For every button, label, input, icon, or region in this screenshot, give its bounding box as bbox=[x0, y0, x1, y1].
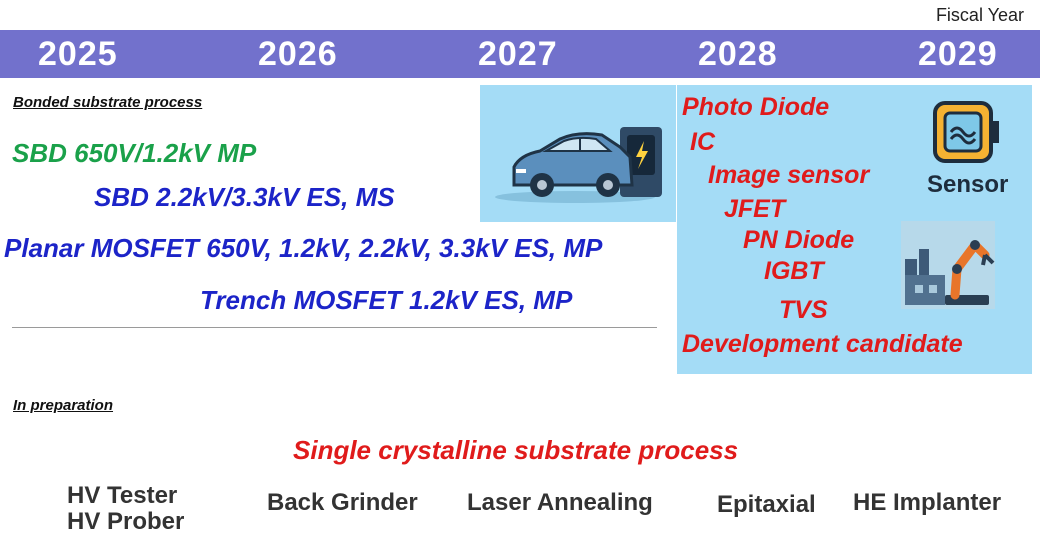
future-devices-panel: Sensor Photo Diode IC Image sensor JFET … bbox=[677, 85, 1032, 374]
sensor-icon bbox=[933, 101, 999, 163]
sensor-caption: Sensor bbox=[927, 171, 1009, 198]
device-photo-diode: Photo Diode bbox=[682, 93, 830, 121]
year-bar: 2025 2026 2027 2028 2029 bbox=[0, 30, 1040, 78]
bonded-section-label: Bonded substrate process bbox=[13, 94, 203, 111]
year-2025: 2025 bbox=[38, 35, 118, 73]
fiscal-year-label: Fiscal Year bbox=[935, 5, 1024, 25]
roadmap-item-trench-mosfet: Trench MOSFET 1.2kV ES, MP bbox=[200, 285, 573, 315]
device-ic: IC bbox=[690, 128, 715, 156]
year-2027: 2027 bbox=[478, 35, 558, 73]
device-image-sensor: Image sensor bbox=[708, 161, 870, 189]
equipment-he-implanter: HE Implanter bbox=[853, 489, 1002, 516]
equipment-hv-tester: HV Tester bbox=[67, 482, 178, 509]
ev-panel bbox=[480, 85, 676, 222]
roadmap-item-sbd-650v: SBD 650V/1.2kV MP bbox=[12, 138, 257, 168]
roadmap-item-sbd-2kv: SBD 2.2kV/3.3kV ES, MS bbox=[94, 182, 395, 212]
electric-car-charging-icon bbox=[495, 127, 662, 203]
preparation-section-label: In preparation bbox=[13, 397, 114, 414]
device-development-candidate: Development candidate bbox=[682, 330, 963, 358]
equipment-epitaxial: Epitaxial bbox=[717, 491, 816, 518]
single-crystal-process: Single crystalline substrate process bbox=[293, 435, 739, 465]
industrial-robot-arm-icon bbox=[901, 221, 995, 309]
equipment-hv-prober: HV Prober bbox=[67, 508, 185, 535]
device-igbt: IGBT bbox=[764, 257, 824, 285]
year-2029: 2029 bbox=[918, 35, 998, 73]
year-2028: 2028 bbox=[698, 35, 778, 73]
section-divider bbox=[12, 327, 657, 328]
device-jfet: JFET bbox=[724, 195, 786, 223]
device-tvs: TVS bbox=[779, 296, 828, 324]
equipment-laser-annealing: Laser Annealing bbox=[467, 489, 653, 516]
equipment-back-grinder: Back Grinder bbox=[267, 489, 418, 516]
roadmap-item-planar-mosfet: Planar MOSFET 650V, 1.2kV, 2.2kV, 3.3kV … bbox=[4, 233, 603, 263]
year-2026: 2026 bbox=[258, 35, 338, 73]
device-pn-diode: PN Diode bbox=[743, 226, 855, 254]
